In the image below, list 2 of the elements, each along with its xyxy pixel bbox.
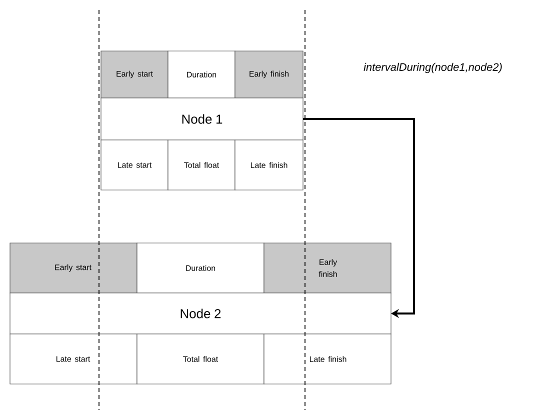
edge-label: intervalDuring(node1,node2) (364, 62, 502, 74)
arrow (303, 118, 415, 318)
